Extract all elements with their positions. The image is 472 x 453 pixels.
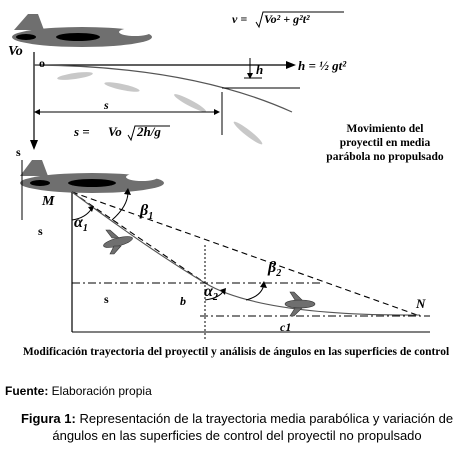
movement-caption: Movimiento del proyectil en media parábo… <box>310 122 460 164</box>
source-note: Fuente: Elaboración propia <box>5 384 152 398</box>
source-label: Fuente: <box>5 384 49 398</box>
h-formula: h = ½ gt² <box>298 58 347 73</box>
movement-caption-line: Movimiento del <box>346 123 424 135</box>
s-mid-label: s <box>104 292 109 306</box>
s-axis-label: s <box>16 145 21 159</box>
beta2-label: β2 <box>268 259 282 280</box>
c1-label: c1 <box>280 320 292 334</box>
origin-label: o <box>39 56 45 70</box>
figure-label: Figura 1: <box>20 411 76 426</box>
s-formula-radicand: 2h/g <box>137 124 161 139</box>
vo-label: Vo <box>8 44 23 59</box>
figure-caption: Figura 1: Representación de la trayector… <box>4 410 470 444</box>
movement-caption-line: proyectil en media <box>339 137 431 149</box>
s-top-label: s <box>104 98 109 112</box>
s-left-label: s <box>38 224 43 238</box>
alpha1-label: α1 <box>74 214 88 235</box>
s-formula-left: s = <box>74 124 90 139</box>
n-label: N <box>416 296 426 311</box>
source-text: Elaboración propia <box>48 384 152 398</box>
projectile-icon <box>284 291 316 317</box>
b-label: b <box>180 294 186 308</box>
aircraft-top <box>12 14 152 47</box>
movement-caption-line: parábola no propulsado <box>326 151 444 163</box>
modification-caption: Modificación trayectoria del proyectil y… <box>22 346 450 358</box>
v-formula-radicand: Vo² + g²t² <box>264 12 310 26</box>
projectile-icon <box>103 229 133 255</box>
ghost-projectiles <box>57 72 263 145</box>
aircraft-bottom <box>20 160 164 193</box>
alpha2-label: α2 <box>204 283 218 304</box>
v-formula-left: v = <box>232 12 248 26</box>
s-formula-vo: Vo <box>108 124 122 139</box>
parabola-top <box>33 64 293 113</box>
figure-caption-text: Representación de la trayectoria media p… <box>52 411 454 443</box>
beta1-label: β1 <box>140 202 154 223</box>
h-label: h <box>256 62 264 77</box>
trajectory-diagram <box>12 11 430 340</box>
m-label: M <box>42 194 55 209</box>
